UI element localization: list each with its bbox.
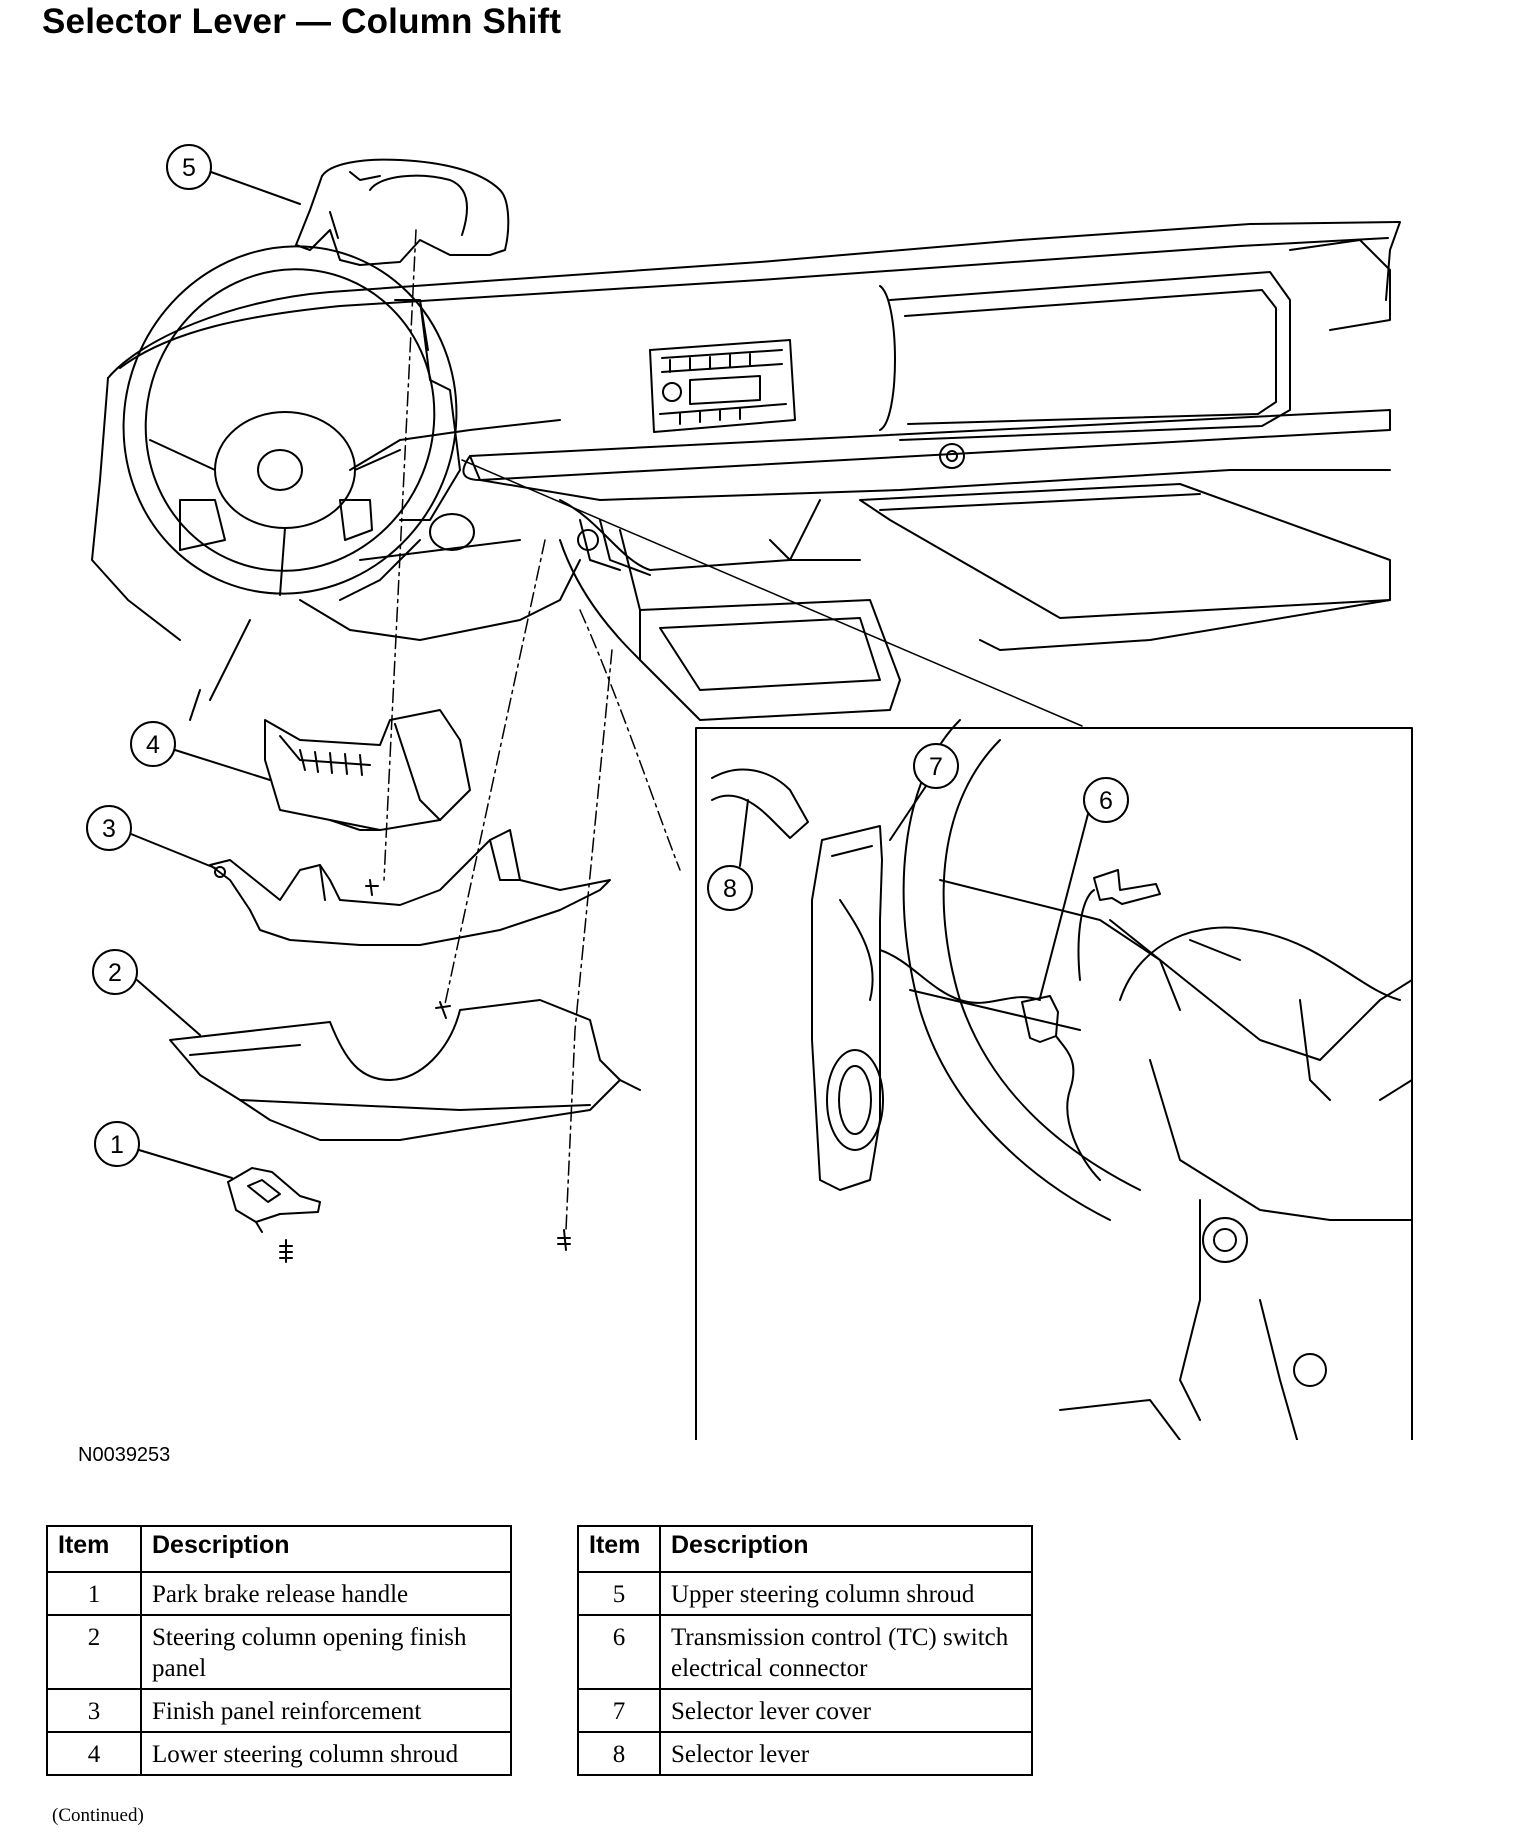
legend-item-description: Selector lever cover <box>659 1688 1033 1733</box>
legend-item-description: Transmission control (TC) switch electri… <box>659 1614 1033 1690</box>
legend-table-left: Item Description 1 Park brake release ha… <box>46 1525 512 1776</box>
exploded-view-diagram: 5 4 3 2 1 7 6 8 <box>86 144 1413 1440</box>
fasteners <box>279 879 571 1263</box>
radio-unit <box>649 339 796 433</box>
callout-4 <box>130 721 271 781</box>
callout-1 <box>94 1121 233 1179</box>
callout-7-label: 7 <box>929 753 943 781</box>
instrument-panel <box>91 221 1401 721</box>
finish-panel-reinforcement <box>209 829 611 946</box>
legend-item-number: 6 <box>577 1614 661 1690</box>
steering-column-opening-finish-panel <box>169 999 641 1141</box>
legend-item-description: Park brake release handle <box>140 1571 512 1616</box>
legend-header-description: Description <box>140 1525 512 1573</box>
legend-header-description: Description <box>659 1525 1033 1573</box>
callout-3 <box>86 805 216 869</box>
legend-item-number: 8 <box>577 1731 661 1776</box>
legend-row: 4 Lower steering column shroud <box>46 1731 512 1776</box>
legend-header-item: Item <box>577 1525 661 1573</box>
park-brake-release-handle <box>227 1167 321 1233</box>
figure-id: N0039253 <box>78 1444 171 1466</box>
callout-3-label: 3 <box>102 815 116 843</box>
steering-wheel <box>122 245 581 721</box>
legend-item-description: Upper steering column shroud <box>659 1571 1033 1616</box>
legend-item-number: 3 <box>46 1688 142 1733</box>
legend-row: 8 Selector lever <box>577 1731 1033 1776</box>
legend-item-number: 2 <box>46 1614 142 1690</box>
callout-4-label: 4 <box>146 731 160 759</box>
alignment-lines <box>383 229 681 1231</box>
legend-item-description: Steering column opening finish panel <box>140 1614 512 1690</box>
callout-8 <box>707 799 753 911</box>
legend-table-right: Item Description 5 Upper steering column… <box>577 1525 1033 1776</box>
callout-6 <box>1039 777 1129 999</box>
legend-item-number: 4 <box>46 1731 142 1776</box>
legend-row: 1 Park brake release handle <box>46 1571 512 1616</box>
lower-steering-column-shroud <box>264 709 471 831</box>
detail-inset <box>695 719 1413 1440</box>
callout-5 <box>166 144 301 205</box>
legend-item-number: 1 <box>46 1571 142 1616</box>
legend-item-number: 7 <box>577 1688 661 1733</box>
callout-5-label: 5 <box>182 154 196 182</box>
legend-item-description: Lower steering column shroud <box>140 1731 512 1776</box>
continued-note: (Continued) <box>52 1805 144 1826</box>
callout-8-label: 8 <box>723 875 737 903</box>
legend-row: 2 Steering column opening finish panel <box>46 1614 512 1690</box>
callout-1-label: 1 <box>110 1131 124 1159</box>
legend-header-row: Item Description <box>577 1525 1033 1573</box>
detail-connector-line <box>461 459 1083 727</box>
upper-steering-column-shroud <box>295 158 510 266</box>
callout-2-label: 2 <box>108 959 122 987</box>
legend-row: 6 Transmission control (TC) switch elect… <box>577 1614 1033 1690</box>
callout-2 <box>92 949 201 1036</box>
legend-row: 3 Finish panel reinforcement <box>46 1688 512 1733</box>
callout-6-label: 6 <box>1099 787 1113 815</box>
legend-header-row: Item Description <box>46 1525 512 1573</box>
legend-item-description: Finish panel reinforcement <box>140 1688 512 1733</box>
legend-item-description: Selector lever <box>659 1731 1033 1776</box>
callout-7 <box>889 743 959 841</box>
page-title: Selector Lever — Column Shift <box>42 2 562 41</box>
legend-header-item: Item <box>46 1525 142 1573</box>
legend-row: 7 Selector lever cover <box>577 1688 1033 1733</box>
legend-row: 5 Upper steering column shroud <box>577 1571 1033 1616</box>
legend-item-number: 5 <box>577 1571 661 1616</box>
